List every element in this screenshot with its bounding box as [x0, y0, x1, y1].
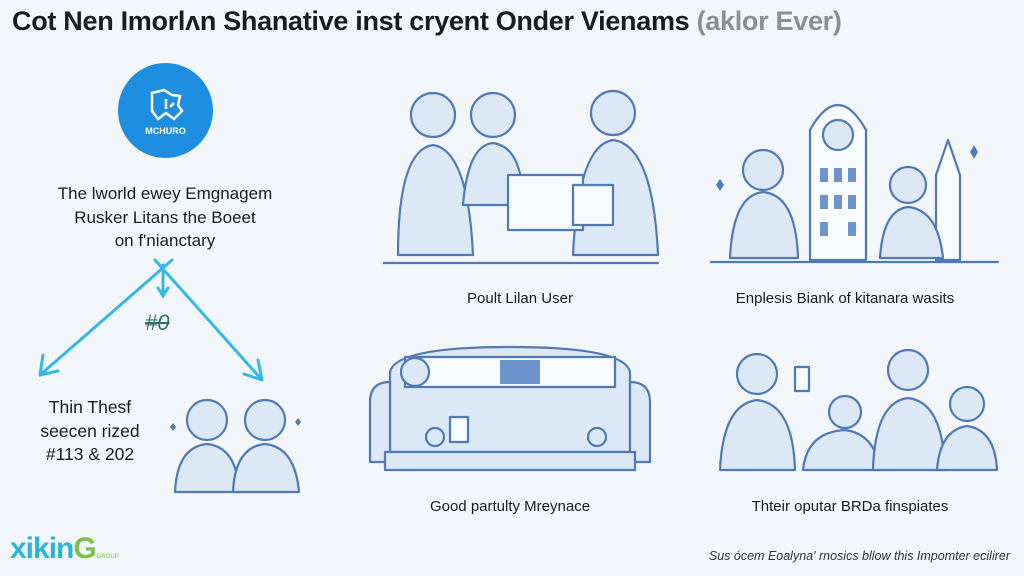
arrow-right: [153, 258, 264, 382]
people-at-desk-icon: [383, 89, 660, 265]
panel-caption-1: Poult Lilan User: [467, 290, 573, 307]
panel-caption-3: Good partulty Mreynace: [429, 498, 591, 515]
map-pin-icon: [150, 88, 184, 121]
split-arrows: [38, 258, 264, 382]
people-city-building-icon: [709, 103, 1000, 264]
family-group-icon: [718, 348, 999, 472]
footer-note: Sus ócem Eoalyna' rnosics bllow this Imp…: [708, 549, 1010, 563]
logo: xikinGGROUP: [10, 532, 119, 565]
arrow-down: [156, 263, 170, 299]
arrow-left: [38, 258, 174, 377]
panel-caption-4: Thteir oputar BRDa finspiates: [751, 498, 949, 515]
badge-circle: MCHURO: [118, 63, 213, 158]
arrow-mark: #0: [145, 310, 170, 335]
panel-caption-2: Enplesis Biank of kitanara wasits: [735, 290, 955, 307]
two-people-icon: [170, 398, 301, 494]
sofa-icon: [368, 345, 652, 472]
badge-label: MCHURO: [145, 126, 186, 136]
page-title: Cot Nen Imorlʌn Shanative inst cryent On…: [12, 6, 842, 36]
